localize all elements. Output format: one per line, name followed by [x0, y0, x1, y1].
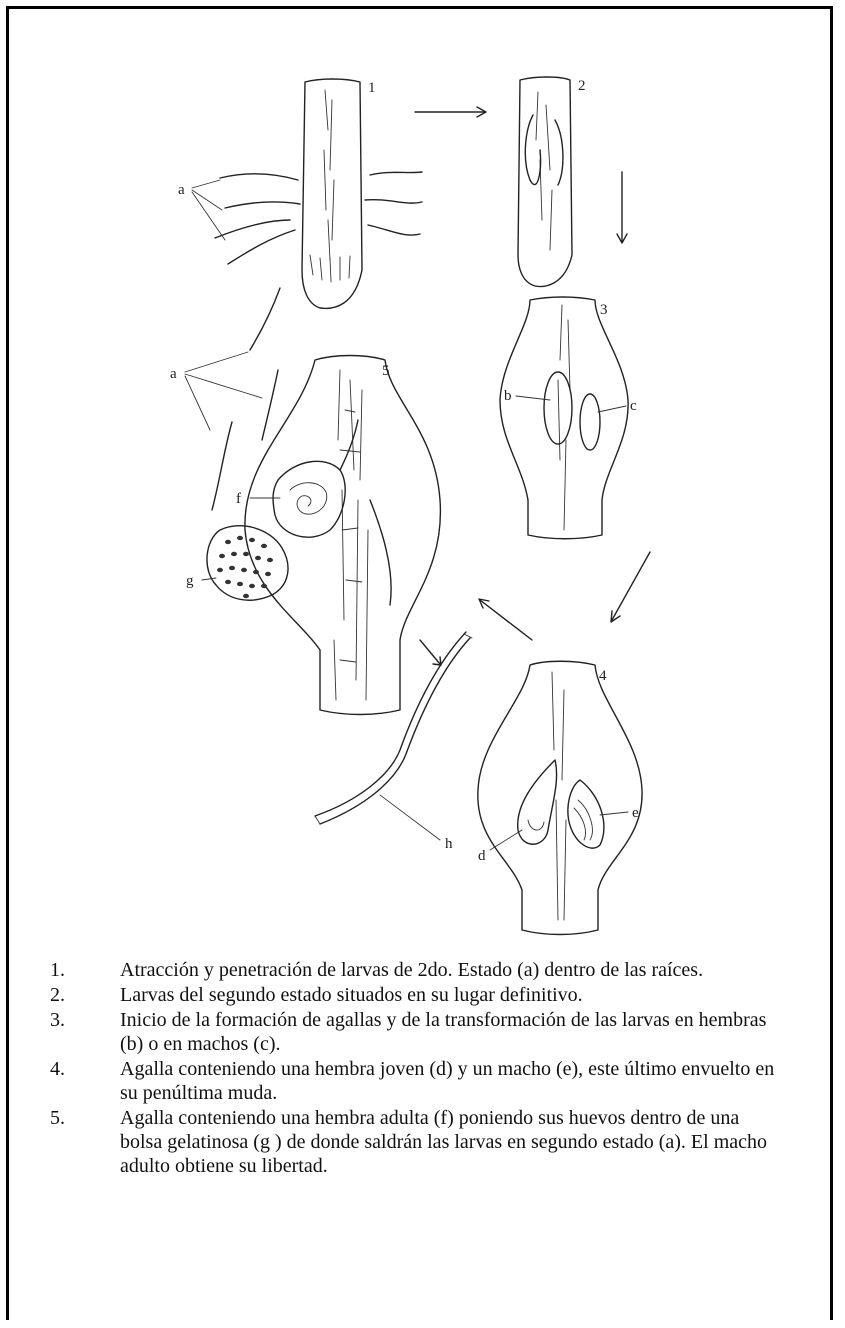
caption-item-2: 2. Larvas del segundo estado situados en…: [50, 983, 780, 1007]
stage-3-number: 3: [600, 302, 608, 318]
stage-2-number: 2: [578, 78, 586, 94]
svg-text:a: a: [170, 366, 177, 382]
label-e: e: [600, 805, 639, 821]
svg-text:h: h: [445, 836, 453, 852]
arrow-4-to-5: [479, 599, 532, 640]
svg-text:b: b: [504, 388, 512, 404]
svg-text:a: a: [178, 182, 185, 198]
caption-number: 1.: [50, 958, 120, 982]
stage-3-gall: [500, 297, 628, 539]
svg-text:g: g: [186, 573, 194, 589]
figure-caption: 1. Atracción y penetración de larvas de …: [50, 958, 780, 1179]
nematode-lifecycle-diagram: 1 a 2: [150, 60, 690, 950]
svg-text:e: e: [632, 805, 639, 821]
svg-text:c: c: [630, 398, 637, 414]
svg-text:d: d: [478, 848, 486, 864]
label-h: h: [380, 795, 453, 852]
caption-text: Agalla conteniendo una hembra adulta (f)…: [120, 1106, 780, 1178]
caption-number: 5.: [50, 1106, 120, 1178]
caption-item-3: 3. Inicio de la formación de agallas y d…: [50, 1008, 780, 1056]
label-b: b: [504, 388, 550, 404]
stage-4-gall: [478, 661, 642, 934]
larvae-group-middle: [212, 288, 280, 510]
stage-5-gall: [245, 356, 441, 715]
stage-5-number: 5: [382, 363, 390, 379]
arrow-2-to-3: [617, 172, 627, 243]
adult-male: [315, 632, 472, 824]
caption-text: Atracción y penetración de larvas de 2do…: [120, 958, 780, 982]
caption-number: 4.: [50, 1057, 120, 1105]
arrow-1-to-2: [415, 107, 486, 117]
label-d: d: [478, 830, 522, 864]
stage-4-number: 4: [599, 668, 607, 684]
egg-mass: [207, 526, 288, 601]
caption-number: 3.: [50, 1008, 120, 1056]
larvae-group-top: [215, 172, 422, 264]
caption-text: Larvas del segundo estado situados en su…: [120, 983, 780, 1007]
label-a-middle: a: [170, 352, 262, 430]
arrow-5-to-male: [420, 640, 441, 665]
caption-item-4: 4. Agalla conteniendo una hembra joven (…: [50, 1057, 780, 1105]
label-a-top: a: [178, 180, 225, 240]
caption-number: 2.: [50, 983, 120, 1007]
stage-1-number: 1: [368, 80, 376, 96]
label-g: g: [186, 573, 216, 589]
label-c: c: [598, 398, 637, 414]
caption-text: Inicio de la formación de agallas y de l…: [120, 1008, 780, 1056]
stage-1-root: [302, 79, 362, 308]
caption-item-5: 5. Agalla conteniendo una hembra adulta …: [50, 1106, 780, 1178]
svg-text:f: f: [236, 491, 241, 507]
arrow-3-to-4: [611, 552, 650, 622]
caption-item-1: 1. Atracción y penetración de larvas de …: [50, 958, 780, 982]
caption-text: Agalla conteniendo una hembra joven (d) …: [120, 1057, 780, 1105]
stage-2-root: [518, 77, 572, 286]
